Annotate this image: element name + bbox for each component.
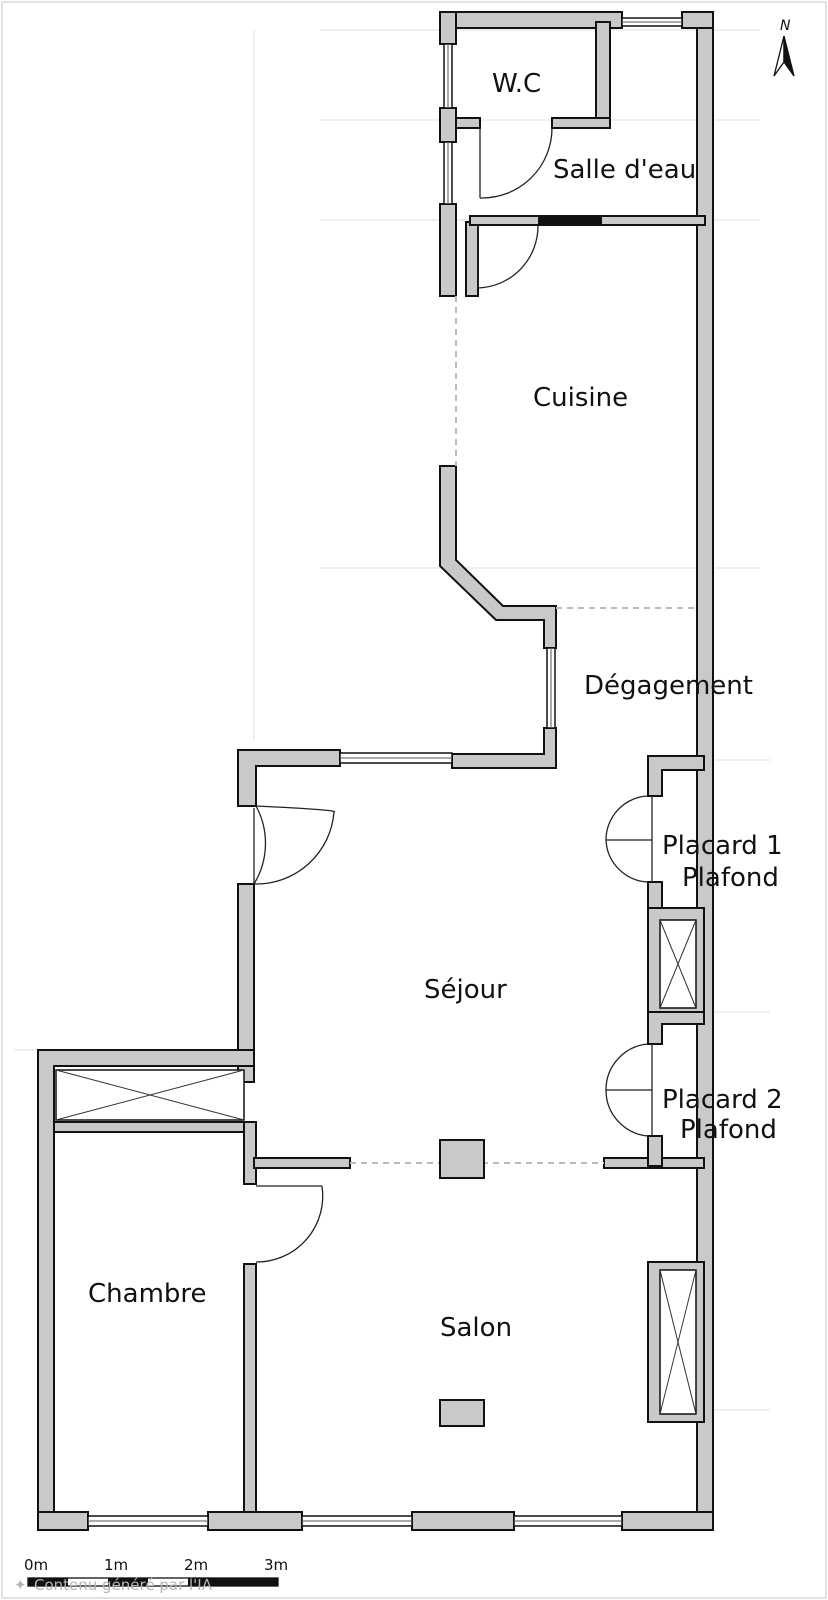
south-wall-3 — [411, 1511, 515, 1531]
room-label-placard2-line1: Placard 2 — [662, 1085, 783, 1115]
room-label-wc: W.C — [492, 69, 541, 99]
wc-east-partition — [595, 21, 611, 129]
bath-corridor-stub — [465, 221, 479, 297]
kitchen-angled-partition — [439, 465, 557, 649]
scale-tick-3: 3m — [264, 1556, 288, 1574]
compass: N — [773, 18, 795, 77]
room-label-placard1-line1: Placard 1 — [662, 831, 783, 861]
room-label-sejour: Séjour — [424, 975, 507, 1005]
scale-bar: 0m 1m 2m 3m — [24, 1556, 288, 1587]
scale-segment-1 — [28, 1578, 68, 1586]
room-label-cuisine: Cuisine — [533, 383, 628, 413]
room-label-chambre: Chambre — [88, 1279, 207, 1309]
ai-caption-text: Contenu généré par l'IA — [34, 1576, 213, 1594]
door-placard1-bottom — [605, 839, 649, 883]
bath-west-wall-1 — [439, 11, 457, 45]
south-wall-4 — [621, 1511, 714, 1531]
placard2-lower — [647, 1135, 663, 1167]
door-placard1-top — [605, 795, 649, 841]
scale-tick-0: 0m — [24, 1556, 48, 1574]
salle-deau-south-solid — [538, 216, 602, 226]
north-arrow-icon — [773, 35, 785, 77]
scale-tick-2: 2m — [184, 1556, 208, 1574]
sejour-west-wall — [237, 883, 255, 1083]
sejour-north-wall — [237, 749, 341, 807]
door-wc — [479, 127, 553, 199]
wc-south-partition — [551, 117, 611, 129]
room-label-salon: Salon — [440, 1313, 512, 1343]
chambre-east-wall-lower — [243, 1263, 257, 1519]
ai-caption: ✦ Contenu généré par l'IA — [14, 1576, 213, 1594]
pillar-sejour — [439, 1139, 485, 1179]
bath-west-wall-3 — [439, 203, 457, 297]
south-wall-1 — [37, 1511, 89, 1531]
room-label-placard1-line2: Plafond — [682, 863, 779, 893]
bath-west-wall-2 — [439, 107, 457, 143]
north-wall-west — [439, 11, 623, 29]
kitchen-lower-partition — [451, 727, 557, 769]
scale-segment-2 — [108, 1578, 148, 1586]
door-chambre — [255, 1185, 324, 1263]
door-placard2-top — [605, 1043, 649, 1091]
windows — [87, 17, 683, 1527]
south-wall-2 — [207, 1511, 303, 1531]
door-salle-deau — [477, 225, 539, 289]
room-label-placard2-line2: Plafond — [680, 1115, 777, 1145]
door-placard2-bottom — [605, 1089, 649, 1137]
sparkle-icon: ✦ — [14, 1576, 27, 1594]
door-sejour — [253, 805, 267, 885]
scale-tick-1: 1m — [104, 1556, 128, 1574]
pillar-salon — [439, 1399, 485, 1427]
doors — [253, 127, 653, 1263]
placard2-walls — [647, 1011, 705, 1045]
placard1-walls — [647, 755, 705, 797]
openings — [350, 296, 698, 1164]
storage-crosses — [55, 919, 697, 1415]
north-wall-east — [681, 11, 714, 29]
room-labels: W.C Salle d'eau Cuisine Dégagement Placa… — [88, 69, 783, 1343]
chambre-storage-south — [53, 1121, 251, 1133]
chambre-east-wall-upper — [243, 1121, 257, 1185]
scale-segment-3 — [188, 1578, 278, 1586]
room-label-degagement: Dégagement — [584, 671, 753, 701]
room-label-salle-deau: Salle d'eau — [553, 155, 696, 185]
salon-divider-west — [253, 1157, 351, 1169]
compass-north-label: N — [780, 18, 791, 34]
